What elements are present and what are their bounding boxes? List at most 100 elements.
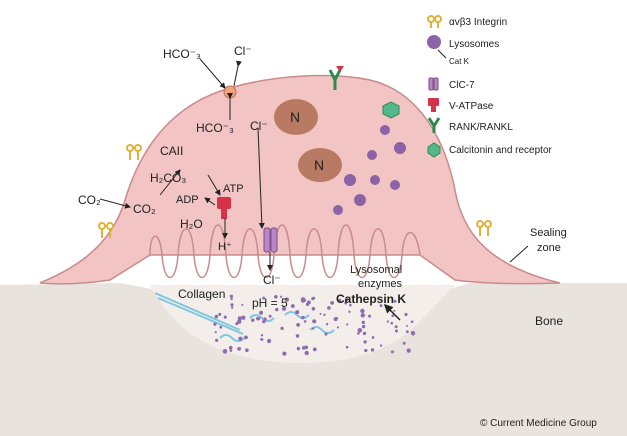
adp-label: ADP: [176, 194, 199, 206]
enzyme-dot: [364, 348, 368, 353]
clc7-channel: [263, 227, 278, 253]
enzyme-dot: [393, 299, 397, 303]
enzyme-dot: [391, 314, 395, 318]
enzyme-dot: [228, 345, 233, 350]
enzyme-dot: [275, 307, 279, 312]
enzyme-dot: [311, 327, 315, 330]
enzyme-dot: [393, 309, 396, 312]
enzyme-dot: [404, 312, 408, 317]
sealing-label: Sealing: [530, 227, 567, 239]
enzyme-dot: [379, 344, 383, 347]
enzyme-dot: [362, 331, 367, 336]
co2-inside-label: CO₂: [133, 202, 156, 216]
enzyme-dot: [280, 295, 283, 298]
enzyme-dot: [301, 346, 306, 350]
co2-outside-label: CO₂: [78, 193, 101, 207]
atp-label: ATP: [223, 183, 244, 195]
enzyme-dot: [229, 294, 234, 298]
enzyme-dot: [235, 322, 239, 326]
cl-outside-label: Cl⁻: [234, 44, 252, 58]
calcitonin-receptor-cell: [382, 101, 400, 119]
enzyme-dot: [259, 310, 264, 315]
cathepsin-dots: [213, 294, 416, 356]
enzyme-dot: [245, 348, 249, 353]
h2co3-label: H₂CO₃: [150, 171, 186, 185]
ruffled-border: [149, 224, 421, 278]
enzyme-dot: [237, 347, 242, 351]
legend-vatpase: V-ATPase: [449, 101, 494, 112]
enzyme-dot: [231, 306, 234, 309]
lysosome-icon: [427, 35, 441, 49]
nucleus-label-2: N: [314, 157, 324, 173]
enzyme-dot: [214, 331, 217, 334]
legend-calcitonin: Calcitonin and receptor: [449, 145, 553, 156]
enzyme-dot: [357, 332, 360, 335]
enzyme-dot: [361, 324, 366, 329]
enzyme-dot: [267, 338, 272, 344]
enzyme-dot: [402, 341, 406, 345]
enzyme-dot: [336, 326, 339, 329]
enzyme-dot: [274, 295, 278, 299]
resorption-lacuna: [150, 285, 455, 363]
enzyme-dot: [368, 314, 372, 318]
enzyme-dot: [410, 320, 414, 324]
enzyme-dot: [360, 313, 365, 318]
enzyme-dot: [379, 304, 383, 308]
legend-lysosomes: Lysosomes: [449, 39, 499, 50]
hco3-outside-label: HCO⁻₃: [163, 47, 201, 61]
enzyme-dot: [213, 322, 217, 326]
enzyme-dot: [237, 316, 242, 321]
enzyme-dot: [304, 350, 309, 356]
enzyme-dot: [260, 334, 264, 337]
enzyme-dot: [311, 297, 315, 301]
cl-lower-label: Cl⁻: [263, 273, 281, 287]
enzyme-dot: [406, 348, 411, 353]
enzyme-dot: [338, 298, 342, 302]
enzyme-dot: [238, 336, 243, 341]
enzyme-dot: [241, 315, 246, 320]
enzyme-dot: [305, 302, 310, 306]
lysosome-cluster: [333, 125, 406, 215]
reaction-arrows: [99, 58, 401, 321]
enzyme-dot: [215, 338, 219, 342]
v-atpase-pump: [217, 197, 231, 219]
enzyme-dot: [300, 297, 306, 302]
h-plus-label: H⁺: [218, 241, 232, 253]
calcitonin-icon: [427, 142, 441, 158]
legend: αvβ3 Integrin Lysosomes Cat K ClC-7 V-AT…: [427, 15, 553, 158]
enzyme-dot: [361, 320, 365, 325]
enzyme-dot: [330, 301, 334, 305]
enzyme-dot: [280, 326, 284, 331]
nucleus-2: [298, 148, 342, 182]
enzyme-dot: [405, 324, 408, 327]
legend-cat-k: Cat K: [449, 57, 470, 66]
enzyme-dot: [344, 301, 347, 305]
enzyme-dot: [222, 349, 228, 354]
enzyme-dot: [371, 336, 375, 339]
enzyme-dot: [262, 296, 266, 300]
enzyme-dot: [258, 317, 261, 320]
integrin-sealing-right: [476, 220, 492, 236]
enzyme-dot: [262, 319, 266, 324]
integrin-sealing-left: [98, 222, 114, 238]
enzyme-dot: [327, 306, 331, 310]
enzyme-dot: [394, 325, 398, 329]
enzyme-dot: [390, 321, 394, 325]
enzyme-dot: [348, 310, 351, 313]
enzyme-dot: [370, 348, 375, 352]
enzyme-dot: [319, 312, 322, 315]
enzyme-dot: [405, 330, 409, 333]
enzyme-dot: [229, 349, 233, 352]
legend-integrin: αvβ3 Integrin: [449, 17, 507, 28]
enzyme-dot: [296, 323, 300, 327]
enzyme-dot: [241, 303, 244, 306]
osteoclast-cell: [39, 74, 561, 285]
integrin-icon: [427, 15, 442, 28]
enzyme-dot: [263, 317, 267, 321]
enzyme-dot: [335, 317, 339, 320]
enzyme-dot: [390, 350, 394, 354]
vatpase-icon: [428, 98, 439, 112]
cl-inside-label: Cl⁻: [250, 119, 268, 133]
enzyme-dot: [312, 319, 317, 324]
enzyme-dot: [357, 328, 363, 333]
